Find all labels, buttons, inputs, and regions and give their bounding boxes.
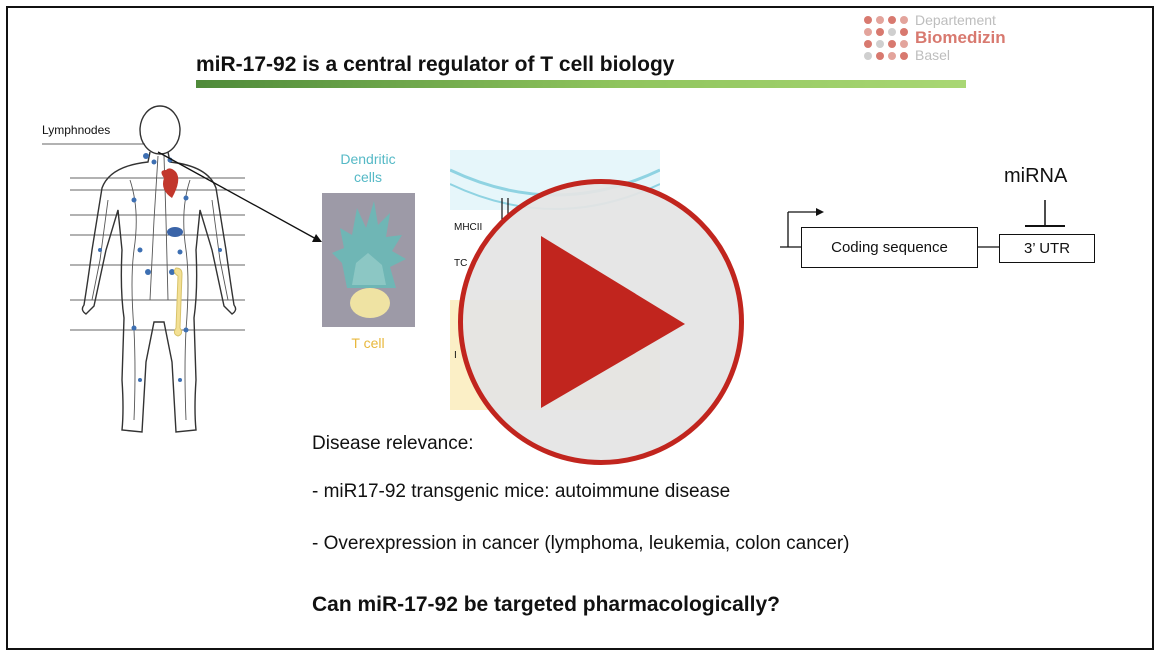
disease-item-cancer: - Overexpression in cancer (lymphoma, le… <box>312 533 850 554</box>
disease-item-transgenic: - miR17-92 transgenic mice: autoimmune d… <box>312 481 731 502</box>
title-underline-bar <box>196 80 966 88</box>
video-play-button[interactable] <box>458 179 744 465</box>
panel-label-tc: TC <box>454 258 468 269</box>
gene-diagram-lines <box>780 200 1065 248</box>
play-triangle-icon <box>541 236 685 408</box>
department-logo-text: Departement Biomedizin Basel <box>915 12 1006 63</box>
slide-title: miR-17-92 is a central regulator of T ce… <box>196 53 675 76</box>
lymphnodes-label: Lymphnodes <box>42 123 111 137</box>
dendritic-cells-label: Dendritic cells <box>322 150 414 186</box>
dendritic-label-line-1: Dendritic <box>340 151 396 167</box>
coding-sequence-box: Coding sequence <box>801 227 978 268</box>
utr-box: 3’ UTR <box>999 234 1095 263</box>
logo-line-3: Basel <box>915 47 951 63</box>
slide-question: Can miR-17-92 be targeted pharmacologica… <box>312 593 780 616</box>
utr-label: 3’ UTR <box>1023 240 1071 257</box>
panel-label-mhcii: MHCII <box>454 222 483 233</box>
department-logo-icon <box>864 16 908 60</box>
logo-line-1: Departement <box>915 12 996 28</box>
lymph-system-body-figure <box>42 105 322 433</box>
mirna-label: miRNA <box>1004 165 1068 187</box>
dendritic-label-line-2: cells <box>353 169 382 185</box>
logo-line-2: Biomedizin <box>915 28 1006 47</box>
disease-relevance-block: Disease relevance: - miR17-92 transgenic… <box>312 433 850 555</box>
t-cell-label: T cell <box>351 335 385 351</box>
coding-sequence-label: Coding sequence <box>831 239 948 256</box>
disease-heading: Disease relevance: <box>312 433 474 454</box>
dendritic-cell-micrograph <box>322 193 415 327</box>
panel-label-i: I <box>454 350 457 361</box>
